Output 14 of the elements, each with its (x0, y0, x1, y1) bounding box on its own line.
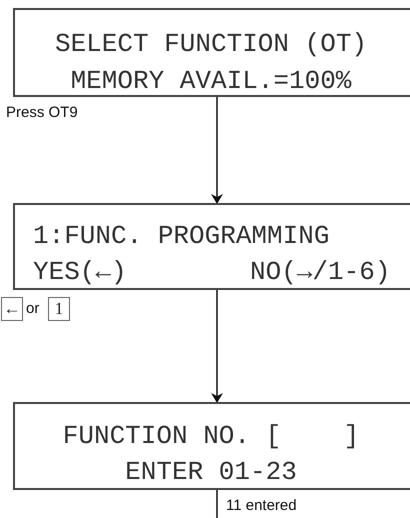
display-screen-box (13, 402, 410, 490)
display-screen-box (13, 203, 410, 290)
display-text: MEMORY AVAIL.=100% (70, 66, 352, 96)
display-text: ENTER 01-23 (124, 457, 298, 487)
key-cap: ← (1, 297, 23, 321)
display-screen-box (13, 8, 410, 97)
arrow (211, 97, 223, 204)
arrow (211, 290, 223, 403)
display-text: YES(←) (33, 257, 127, 287)
key-cap: 1 (48, 297, 70, 321)
display-text: 1:FUNC. PROGRAMMING (33, 221, 330, 251)
display-text: FUNCTION NO. [ ] (62, 421, 360, 451)
display-text: SELECT FUNCTION (OT) (54, 29, 368, 59)
display-text: NO(→/1-6) (250, 257, 390, 287)
